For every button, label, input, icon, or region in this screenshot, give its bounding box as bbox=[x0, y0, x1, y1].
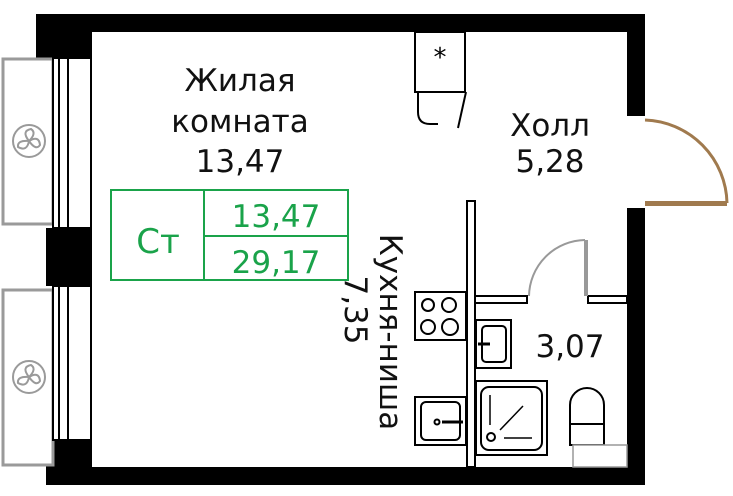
entrance-door[interactable] bbox=[644, 118, 729, 206]
bath-sink-icon bbox=[475, 319, 512, 369]
living-room-name-2: комната bbox=[171, 104, 308, 140]
summary-box: Ст 13,47 29,17 bbox=[110, 189, 349, 281]
svg-text:*: * bbox=[434, 43, 447, 73]
kitchen-name: Кухня-ниша bbox=[372, 234, 408, 431]
apartment-type: Ст bbox=[136, 222, 180, 262]
fridge-icon: * bbox=[414, 31, 467, 129]
toilet-icon bbox=[569, 387, 628, 468]
living-room-area: 13,47 bbox=[196, 144, 285, 180]
living-area: 13,47 bbox=[232, 199, 321, 235]
hall-name: Холл bbox=[510, 108, 590, 144]
hall-area: 5,28 bbox=[515, 144, 584, 180]
kitchen-area: 7,35 bbox=[337, 275, 373, 344]
kitchen-sink-icon bbox=[414, 396, 467, 446]
fan-icon bbox=[12, 124, 46, 158]
window-bottom bbox=[1, 285, 92, 467]
fan-icon bbox=[12, 360, 46, 394]
hob-icon bbox=[414, 291, 467, 341]
bathroom-area: 3,07 bbox=[535, 329, 604, 365]
total-area: 29,17 bbox=[232, 245, 321, 281]
walls bbox=[36, 14, 645, 485]
living-room-name: Жилая bbox=[185, 63, 296, 99]
bathroom-door[interactable] bbox=[528, 239, 588, 297]
shower-icon bbox=[475, 380, 548, 456]
window-top bbox=[1, 57, 92, 229]
